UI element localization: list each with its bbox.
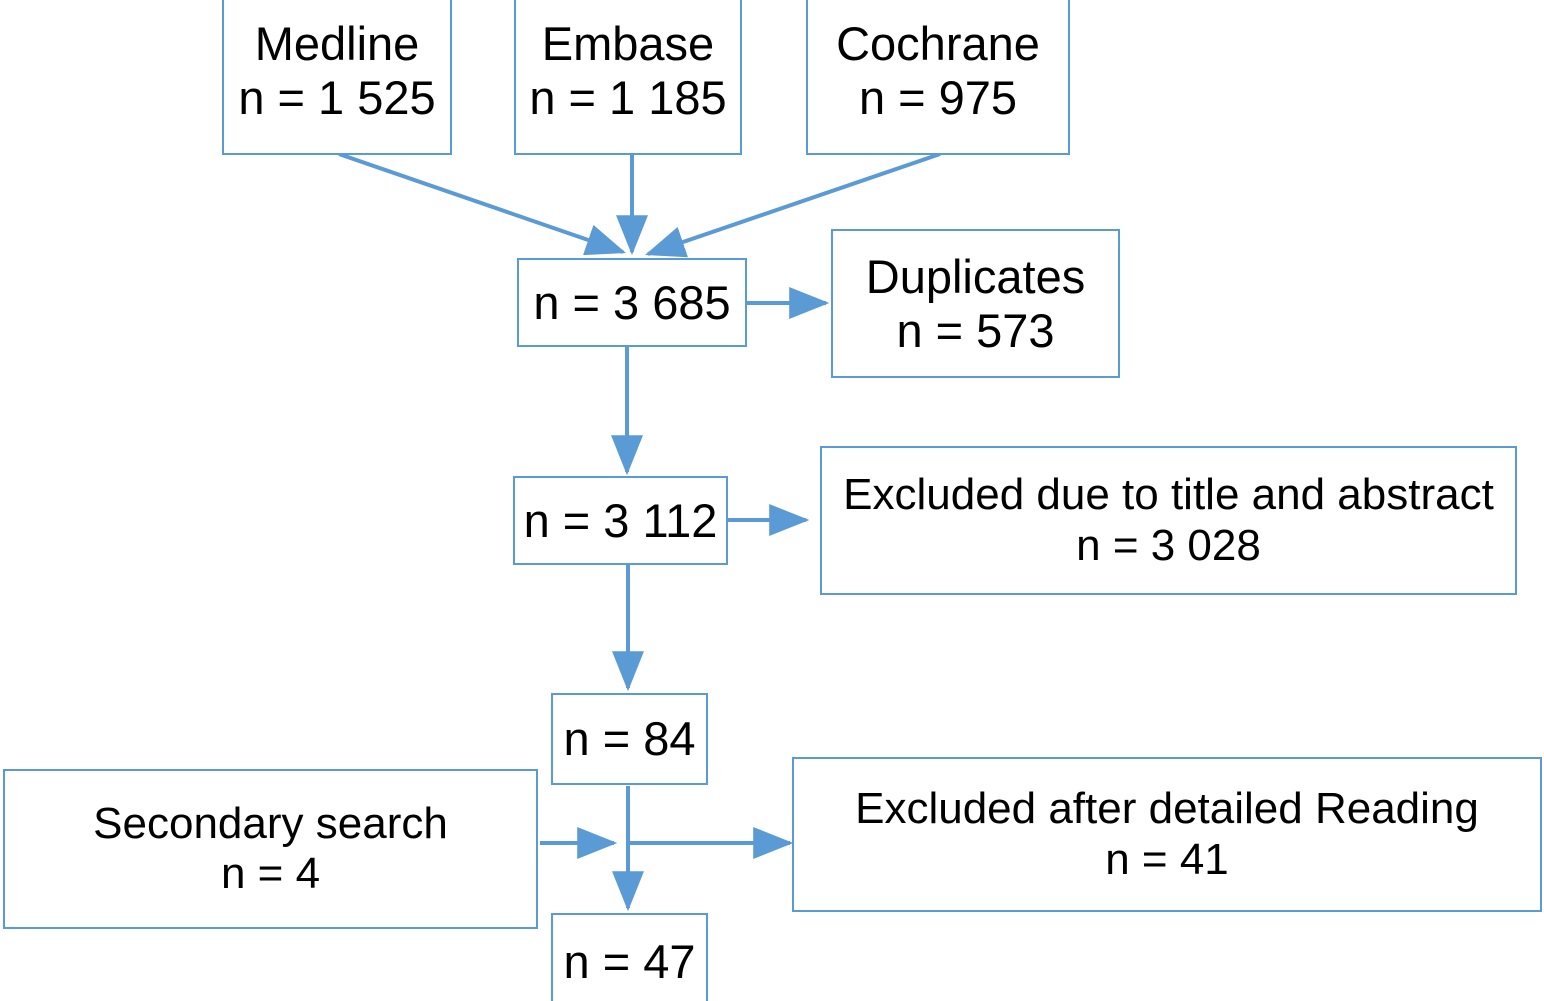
node-duplicates-count: n = 573 [896,303,1055,357]
node-cochrane: Cochrane n = 975 [806,0,1070,155]
node-excluded-title-abstract: Excluded due to title and abstract n = 3… [820,446,1517,595]
node-fulltext-assessed-count: n = 84 [563,712,696,766]
node-medline-label: Medline [254,16,420,70]
node-embase-count: n = 1 185 [529,70,727,124]
node-medline: Medline n = 1 525 [222,0,452,155]
node-fulltext-assessed: n = 84 [551,693,708,785]
node-excluded-title-abstract-count: n = 3 028 [1076,520,1261,570]
node-records-screened-count: n = 3 112 [523,493,718,547]
node-medline-count: n = 1 525 [238,70,436,124]
node-duplicates: Duplicates n = 573 [831,229,1120,378]
node-studies-included-count: n = 47 [563,935,696,989]
node-excluded-detailed-reading: Excluded after detailed Reading n = 41 [792,757,1542,912]
node-records-screened: n = 3 112 [513,476,728,565]
node-secondary-search-count: n = 4 [220,849,321,898]
node-excluded-title-abstract-label: Excluded due to title and abstract [843,470,1494,520]
node-secondary-search-label: Secondary search [93,798,448,848]
node-records-identified-count: n = 3 685 [533,275,731,329]
node-records-identified: n = 3 685 [517,258,747,347]
node-cochrane-label: Cochrane [836,16,1040,70]
node-embase-label: Embase [541,16,715,70]
node-excluded-detailed-reading-label: Excluded after detailed Reading [855,784,1479,834]
node-studies-included: n = 47 [551,913,708,1001]
node-secondary-search: Secondary search n = 4 [3,769,538,929]
node-embase: Embase n = 1 185 [514,0,742,155]
node-excluded-detailed-reading-count: n = 41 [1105,834,1229,884]
node-cochrane-count: n = 975 [858,70,1018,124]
node-duplicates-label: Duplicates [865,249,1086,303]
edge-medline-to-records [338,152,627,256]
